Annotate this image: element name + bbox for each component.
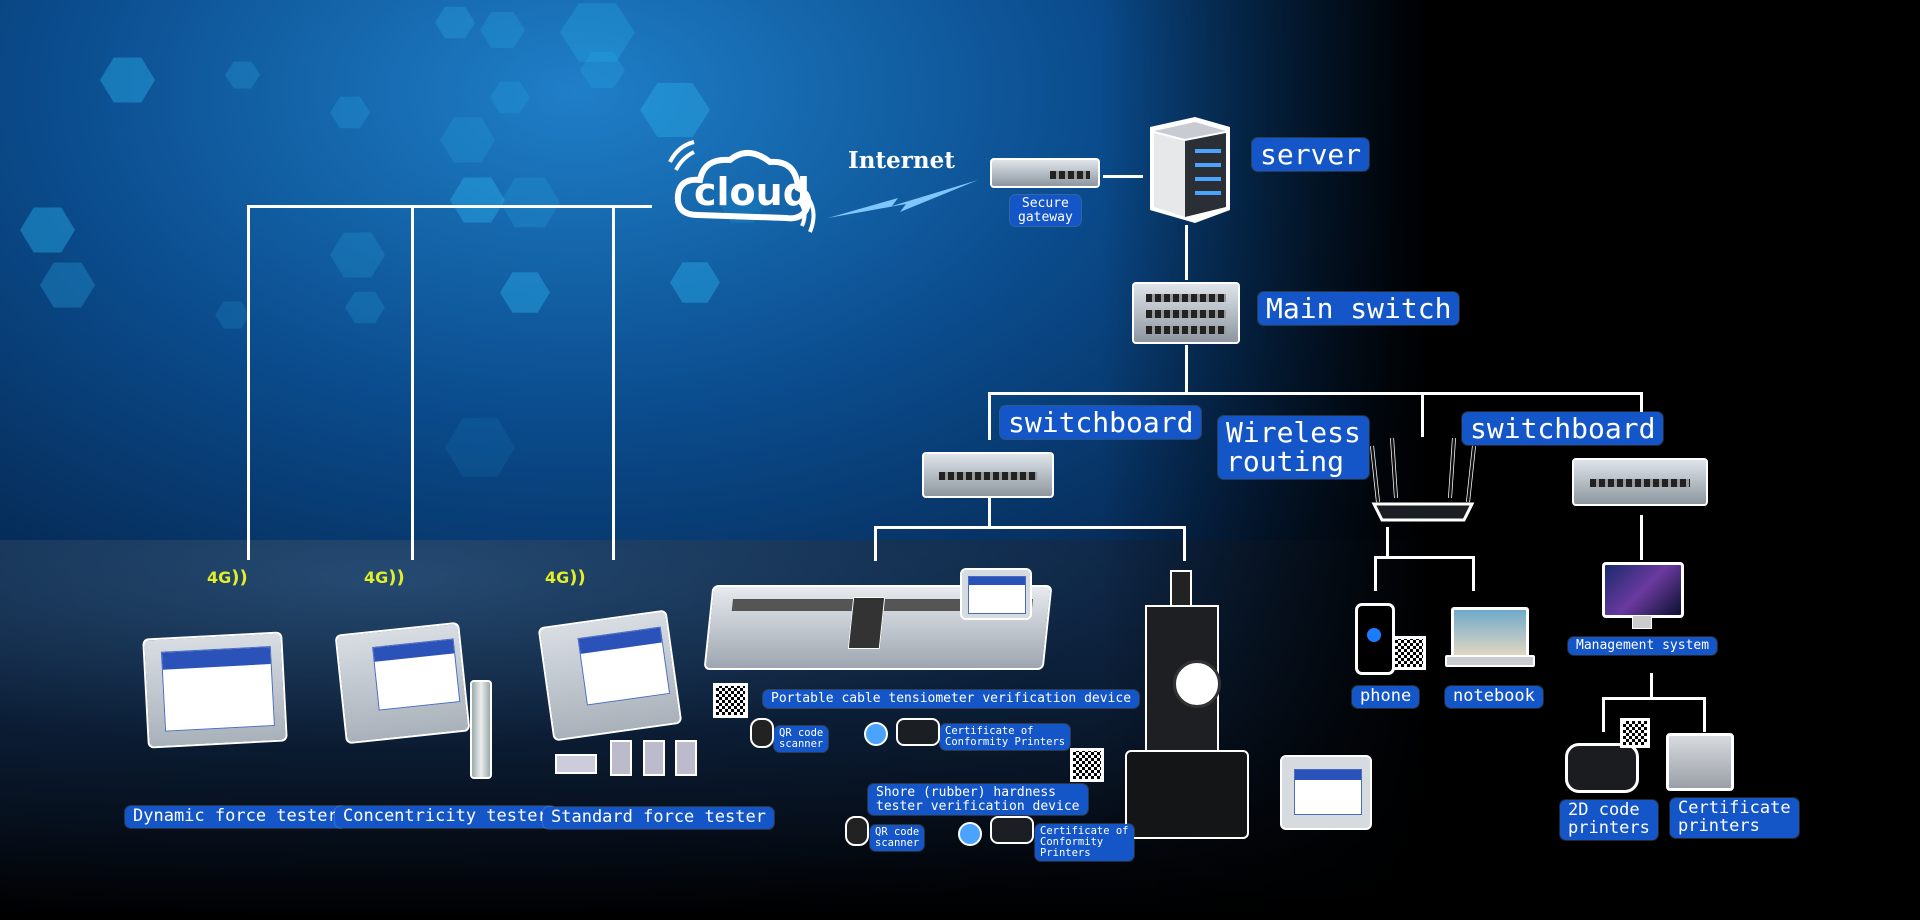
conformity-printer-icon bbox=[896, 718, 940, 746]
notebook-label: notebook bbox=[1445, 686, 1543, 708]
switchboard-right-label: switchboard bbox=[1462, 412, 1664, 446]
switchboard-left-label: switchboard bbox=[1000, 406, 1202, 440]
phone-qr-code bbox=[1392, 636, 1426, 670]
printer-qr-code bbox=[1620, 718, 1650, 748]
server-label: server bbox=[1252, 138, 1370, 172]
4g-signal-icon: 4G)) bbox=[545, 567, 586, 588]
wireless-routing-label: Wireless routing bbox=[1218, 416, 1369, 479]
2d-printer-icon bbox=[1565, 743, 1639, 793]
cloud-icon: cloud bbox=[668, 140, 818, 240]
concentricity-tester-label: Concentricity tester bbox=[335, 806, 556, 828]
tensiometer-qr-code bbox=[713, 683, 748, 718]
dynamic-force-tester-label: Dynamic force tester bbox=[125, 806, 346, 828]
tensiometer-label: Portable cable tensiometer verification … bbox=[763, 690, 1140, 708]
shore-cert-printers-label: Certificate of Conformity Printers bbox=[1035, 824, 1134, 862]
switchboard-left-device bbox=[922, 452, 1054, 498]
2d-printers-label: 2D code printers bbox=[1560, 800, 1658, 840]
qr-scanner-icon bbox=[750, 718, 774, 748]
shore-tester-image bbox=[1125, 570, 1255, 840]
conformity-printer-icon bbox=[990, 816, 1034, 844]
standard-force-tester-label: Standard force tester bbox=[543, 807, 774, 829]
printer-badge-icon bbox=[864, 722, 888, 746]
main-switch-device bbox=[1132, 282, 1240, 344]
router-icon bbox=[1368, 432, 1478, 524]
lightning-icon bbox=[828, 178, 978, 223]
tensiometer-scanner-label: QR code scanner bbox=[774, 726, 829, 753]
4g-signal-icon: 4G)) bbox=[207, 567, 248, 588]
notebook-icon bbox=[1445, 607, 1535, 667]
tensiometer-screen bbox=[960, 568, 1032, 620]
qr-scanner-icon bbox=[845, 816, 869, 846]
printer-badge-icon bbox=[958, 822, 982, 846]
load-cells-image bbox=[555, 740, 705, 776]
phone-icon bbox=[1355, 603, 1395, 675]
management-system-label: Management system bbox=[1568, 637, 1718, 655]
shore-scanner-label: QR code scanner bbox=[870, 825, 925, 852]
phone-label: phone bbox=[1352, 686, 1420, 708]
switchboard-right-device bbox=[1572, 458, 1708, 506]
secure-gateway-label: Secure gateway bbox=[1010, 195, 1081, 227]
certificate-printer-icon bbox=[1666, 733, 1734, 791]
concentricity-probe bbox=[470, 680, 492, 779]
shore-label: Shore (rubber) hardness tester verificat… bbox=[868, 784, 1088, 816]
tensiometer-cert-printers-label: Certificate of Conformity Printers bbox=[940, 724, 1071, 751]
certificate-printers-label: Certificate printers bbox=[1670, 798, 1799, 838]
cloud-label: cloud bbox=[694, 170, 810, 214]
shore-qr-code bbox=[1070, 748, 1104, 782]
internet-label: Internet bbox=[848, 147, 955, 174]
dynamic-force-tester-image bbox=[142, 631, 288, 749]
main-switch-label: Main switch bbox=[1258, 292, 1460, 326]
concentricity-tester-image bbox=[334, 621, 471, 745]
4g-signal-icon: 4G)) bbox=[364, 567, 405, 588]
gateway-device bbox=[990, 158, 1100, 188]
shore-display-image bbox=[1280, 755, 1372, 830]
monitor-icon bbox=[1602, 562, 1684, 630]
server-icon bbox=[1140, 115, 1235, 225]
standard-force-tester-image bbox=[537, 609, 683, 742]
